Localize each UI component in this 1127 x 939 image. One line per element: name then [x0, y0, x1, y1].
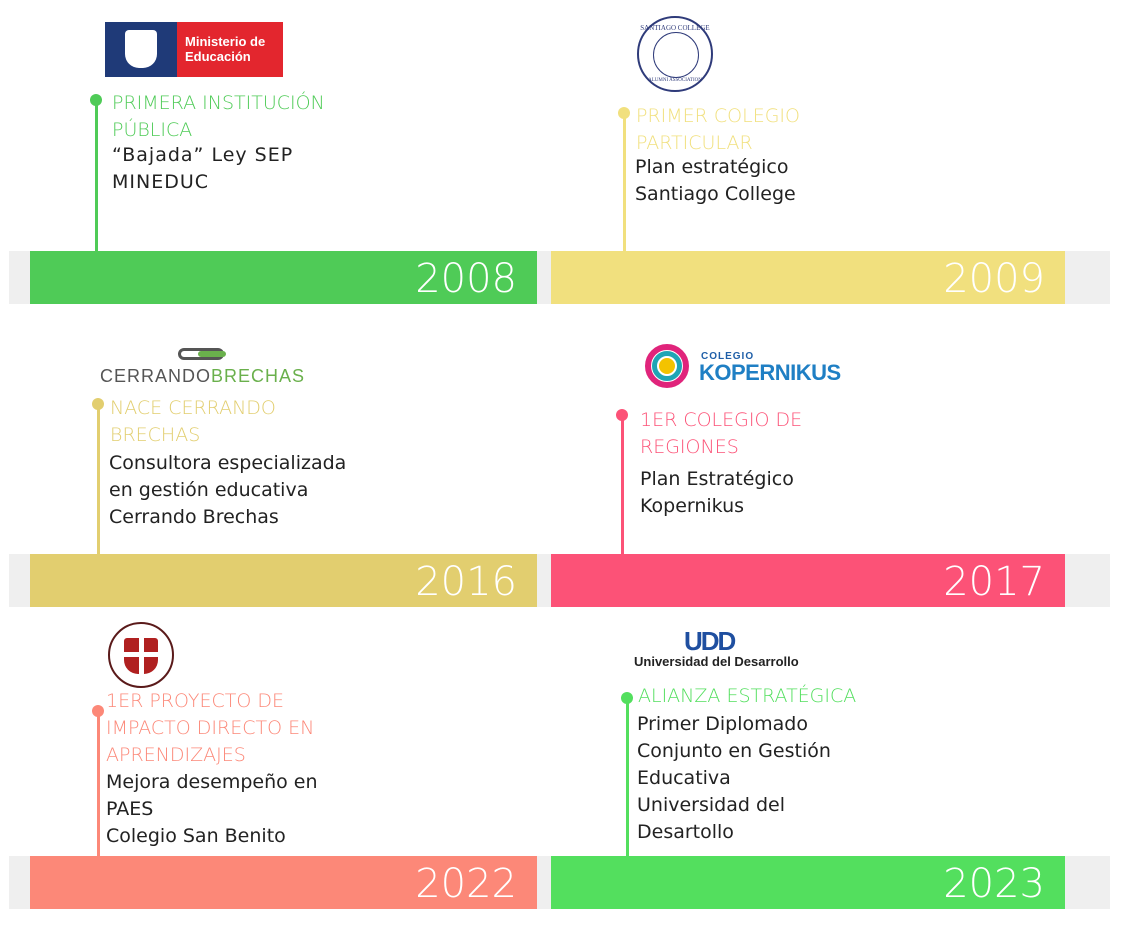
year-bar-2023: 2023 [551, 856, 1065, 909]
connector-stem [97, 404, 100, 555]
milestone-headline: NACE CERRANDO BRECHAS [110, 397, 276, 446]
year-label: 2008 [415, 256, 517, 302]
cerrando-brechas-logo: CERRANDOBRECHAS [100, 346, 304, 386]
colegio-kopernikus-logo: COLEGIO KOPERNIKUS [645, 344, 841, 390]
year-label: 2017 [943, 559, 1045, 605]
logo-text-small: COLEGIO [701, 351, 755, 362]
seal-text-bottom: ALUMNI ASSOCIATION [648, 78, 702, 83]
santiago-college-seal: SANTIAGO COLLEGE ALUMNI ASSOCIATION [637, 16, 713, 92]
logo-text: Universidad del Desarrollo [634, 654, 799, 669]
year-bar-2017: 2017 [551, 554, 1065, 607]
milestone-headline: PRIMERA INSTITUCIÓN PÚBLICA [112, 92, 325, 141]
building-icon [653, 32, 699, 78]
milestone-description: Plan estratégico Santiago College [635, 156, 796, 205]
year-bar-2022: 2022 [30, 856, 537, 909]
milestone-description: Mejora desempeño en PAES Colegio San Ben… [106, 771, 318, 847]
milestone-headline: ALIANZA ESTRATÉGICA [638, 685, 857, 707]
connector-dot [621, 692, 633, 704]
coat-of-arms-icon [125, 30, 157, 68]
milestone-description: Primer Diplomado Conjunto en Gestión Edu… [637, 713, 831, 843]
year-bar-2016: 2016 [30, 554, 537, 607]
year-label: 2023 [943, 861, 1045, 907]
year-bar-2009: 2009 [551, 251, 1065, 304]
connector-dot [90, 94, 102, 106]
logo-text-line: Ministerio de [185, 34, 266, 49]
milestone-description: Consultora especializada en gestión educ… [109, 452, 347, 528]
colegio-san-benito-seal [108, 622, 174, 688]
year-label: 2022 [415, 861, 517, 907]
udd-mark: UDD [684, 626, 736, 656]
milestone-headline: 1ER COLEGIO DE REGIONES [640, 409, 803, 458]
universidad-del-desarrollo-logo: UDD Universidad del Desarrollo [634, 626, 814, 670]
ministerio-de-educacion-logo: Ministerio de Educación [105, 22, 283, 77]
connector-stem [95, 100, 98, 252]
connector-stem [621, 418, 624, 555]
connector-dot [92, 398, 104, 410]
connector-dot [618, 107, 630, 119]
year-label: 2016 [415, 559, 517, 605]
link-icon [198, 351, 226, 357]
milestone-headline: 1ER PROYECTO DE IMPACTO DIRECTO EN APREN… [106, 690, 315, 766]
connector-dot [92, 705, 104, 717]
connector-dot [616, 409, 628, 421]
year-bar-2008: 2008 [30, 251, 537, 304]
connector-stem [626, 698, 629, 857]
connector-stem [623, 113, 626, 253]
connector-stem [97, 712, 100, 857]
milestone-description: “Bajada” Ley SEP MINEDUC [112, 144, 294, 193]
logo-text-line: Educación [185, 49, 251, 64]
year-label: 2009 [943, 256, 1045, 302]
milestone-headline: PRIMER COLEGIO PARTICULAR [636, 105, 800, 154]
seal-text-top: SANTIAGO COLLEGE [640, 24, 710, 32]
milestone-description: Plan Estratégico Kopernikus [640, 468, 794, 517]
kopernikus-ring-icon [645, 344, 689, 388]
logo-text-big: KOPERNIKUS [699, 360, 841, 385]
